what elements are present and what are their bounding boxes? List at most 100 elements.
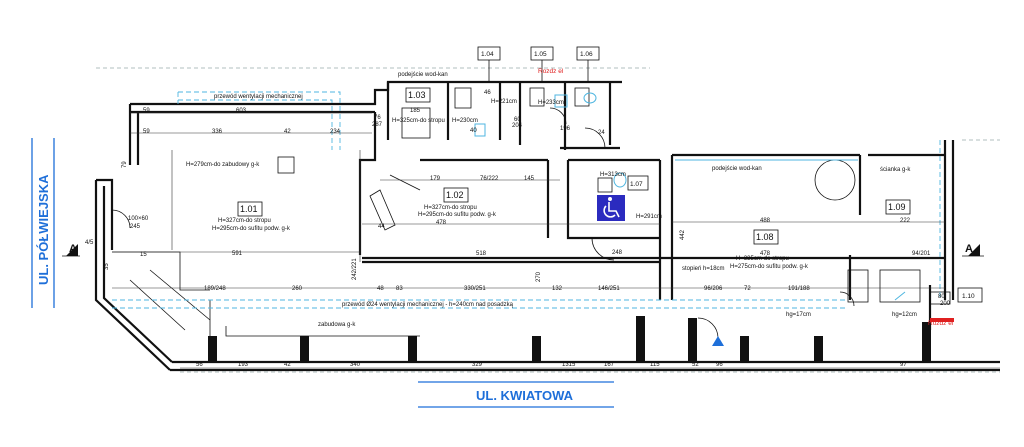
dim-text: 15 xyxy=(140,252,147,258)
room-103-h1: H=325cm-do stropu xyxy=(392,118,445,124)
room-107-id: 1.07 xyxy=(630,181,643,188)
room-tag-105: 1.05 xyxy=(534,51,547,58)
note-hg: hg=17cm xyxy=(786,312,811,318)
dim-top-row: 59 603 59 336 42 234 xyxy=(143,108,341,135)
note-hg2: hg=12cm xyxy=(892,312,917,318)
street-name-left: UL. PÓŁWIEJSKA xyxy=(36,174,51,285)
dim-text: 330/251 xyxy=(464,286,486,292)
room-103: 1.03 H=325cm-do stropu H=230cm xyxy=(392,87,478,124)
dim-text: 76/222 xyxy=(480,176,499,182)
dim-text: 97 xyxy=(900,362,907,368)
dim-bottom-row: 56 193 42 340 329 1315 167 115 52 96 97 xyxy=(196,362,907,368)
dim-text: 72 xyxy=(744,286,751,292)
section-letter-right: A xyxy=(965,243,973,255)
room-tags-top: 1.04 1.05 1.06 1.10 xyxy=(477,46,983,303)
note-podejscie-1: podejście wod-kan xyxy=(398,72,448,78)
room-101-h1: H=327cm-do stropu xyxy=(218,218,271,224)
note-zabudowy-top: H=279cm-do zabudowy g-k xyxy=(186,162,260,168)
note-door-left: 100×60 xyxy=(128,216,149,222)
entrance-arrow-icon xyxy=(712,336,724,346)
room-102-h2: H=295cm-do sufitu podw. g-k xyxy=(418,212,497,218)
room-109: 1.09 xyxy=(885,199,911,215)
dim-text: 336 xyxy=(212,129,223,135)
dim-text: 44 xyxy=(378,224,385,230)
dim-text: 52 xyxy=(692,362,699,368)
dim-text: 76 xyxy=(374,115,381,121)
note-podejscie-2: podejście wod-kan xyxy=(712,166,762,172)
dim-text: 35 xyxy=(104,263,110,270)
dim-text: 94/201 xyxy=(912,251,931,257)
dim-text: 46 xyxy=(484,90,491,96)
section-marker-left: A xyxy=(62,243,80,257)
dim-text: 329 xyxy=(472,362,483,368)
room-102-id: 1.02 xyxy=(446,190,464,200)
internal-walls xyxy=(358,82,945,330)
note-stopien: stopień h=18cm xyxy=(682,266,725,272)
note-h221: H=221cm xyxy=(491,99,517,105)
reference-lines xyxy=(96,67,1000,373)
dim-text: 96/206 xyxy=(704,286,723,292)
dim-text: 115 xyxy=(650,362,660,368)
dim-misc: 185 287 76 40 60 204 196 24 44 442 270 2… xyxy=(85,108,951,307)
fixture-lines xyxy=(111,87,951,339)
room-108-id: 1.08 xyxy=(756,232,774,242)
dim-text: 56 xyxy=(196,362,203,368)
dim-text: 340 xyxy=(350,362,361,368)
dim-text: 40 xyxy=(470,128,477,134)
dim-text: 132 xyxy=(552,286,563,292)
dim-text: 591 xyxy=(232,251,243,257)
room-107-h1: H=291cm xyxy=(636,214,662,220)
dim-text: 242/221 xyxy=(352,258,358,280)
dim-text: 191/188 xyxy=(788,286,810,292)
note-h313: H=313cm xyxy=(600,172,626,178)
dim-text: 270 xyxy=(536,271,542,282)
dim-text: 488 xyxy=(760,218,771,224)
dim-mid-row: 179 76/222 145 46 488 222 xyxy=(430,90,911,224)
dim-text: 603 xyxy=(236,108,247,114)
dim-text: 222 xyxy=(900,218,911,224)
ventilation-ducts xyxy=(112,91,941,309)
street-name-bottom: UL. KWIATOWA xyxy=(476,388,574,403)
outer-walls xyxy=(94,80,1000,372)
dim-text: 189/248 xyxy=(204,286,226,292)
dim-text: 42 xyxy=(284,362,291,368)
dim-text: 200 xyxy=(940,301,951,307)
note-zabudowa-bottom: zabudowa g-k xyxy=(318,322,356,328)
note-h233: H=233cm xyxy=(538,100,564,106)
dim-text: 478 xyxy=(760,251,771,257)
dim-text: 59 xyxy=(143,129,150,135)
room-tag-106: 1.06 xyxy=(580,51,593,58)
dim-text: 24 xyxy=(598,130,605,136)
dim-text: 48 xyxy=(377,286,384,292)
room-101: 1.01 H=327cm-do stropu H=295cm-do sufitu… xyxy=(212,201,291,232)
section-marker-right: A xyxy=(962,243,984,257)
street-left: UL. PÓŁWIEJSKA xyxy=(31,138,55,308)
dim-text: 185 xyxy=(410,108,421,114)
dim-text: 96 xyxy=(716,362,723,368)
dim-text: 179 xyxy=(430,176,441,182)
dim-text: 83 xyxy=(396,286,403,292)
section-letter-left: A xyxy=(69,243,77,255)
room-102: 1.02 H=327cm-do stropu H=295cm-do sufitu… xyxy=(418,187,497,218)
dim-text: 42 xyxy=(284,129,291,135)
note-rozdz-top: Rozdz el xyxy=(538,68,564,75)
dim-text: 260 xyxy=(292,286,303,292)
dim-text: 60 xyxy=(514,117,521,123)
note-scianka: ścianka g-k xyxy=(880,167,911,173)
dim-text: 4/5 xyxy=(85,240,94,246)
dim-text: 80 xyxy=(938,294,945,300)
dim-text: 146/251 xyxy=(598,286,620,292)
street-bottom: UL. KWIATOWA xyxy=(418,381,614,408)
dim-text: 442 xyxy=(680,229,686,240)
dim-text: 204 xyxy=(512,123,523,129)
room-102-h1: H=327cm-do stropu xyxy=(424,205,477,211)
sanitary-fixtures xyxy=(474,92,906,301)
room-101-h2: H=295cm-do sufitu podw. g-k xyxy=(212,226,291,232)
dim-text: 193 xyxy=(238,362,249,368)
dim-text: 1315 xyxy=(562,362,576,368)
room-109-id: 1.09 xyxy=(888,202,906,212)
dim-text: 234 xyxy=(330,129,341,135)
dim-text: 59 xyxy=(143,108,150,114)
facade-piers xyxy=(208,316,931,362)
